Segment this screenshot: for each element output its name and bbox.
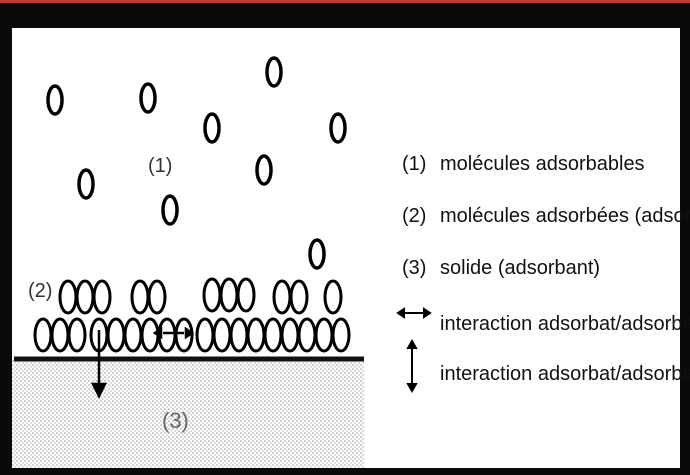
adsorbed-molecule <box>130 279 150 315</box>
gas-molecule <box>329 112 347 144</box>
adsorbed-molecule <box>229 317 249 353</box>
adsorbed-molecule <box>202 277 222 313</box>
adsorbed-molecule <box>289 279 309 315</box>
adsorbate-region-label: (2) <box>28 280 52 302</box>
adsorbed-molecule <box>219 277 239 313</box>
adsorbed-layer-2 <box>58 277 343 315</box>
gas-molecule <box>139 82 157 114</box>
solid-region <box>12 360 364 468</box>
adsorbed-layer-1 <box>33 317 351 353</box>
legend-item3-text: solide (adsorbant) <box>440 257 600 279</box>
adsorbed-molecule <box>314 317 334 353</box>
adsorbed-molecule <box>33 317 53 353</box>
adsorbed-molecule <box>140 317 160 353</box>
legend-item5-text: interaction adsorbat/adsorbant <box>440 363 690 385</box>
adsorbed-molecule <box>331 317 351 353</box>
gas-molecule <box>203 112 221 144</box>
adsorbed-molecule <box>58 279 78 315</box>
gas-molecule <box>255 154 273 186</box>
vertical-arrowhead <box>90 382 108 399</box>
horizontal-arrowhead-left <box>152 326 163 340</box>
legend: (1) molécules adsorbables (2) molécules … <box>396 153 690 394</box>
legend-item2-text: molécules adsorbées (adsorbat) <box>440 205 690 227</box>
legend-item4-text: interaction adsorbat/adsorbat <box>440 313 690 335</box>
gas-molecule <box>46 84 64 116</box>
adsorbed-molecule <box>272 279 292 315</box>
top-red-border <box>0 0 690 3</box>
adsorbed-molecule <box>123 317 143 353</box>
adsorbed-molecule <box>75 279 95 315</box>
adsorbed-molecule <box>280 317 300 353</box>
gas-molecules <box>46 56 347 270</box>
adsorbed-molecule <box>212 317 232 353</box>
adsorbed-molecule <box>50 317 70 353</box>
adsorbed-molecule <box>236 277 256 313</box>
adsorbed-molecule <box>174 317 194 353</box>
adsorbed-molecule <box>92 279 112 315</box>
gas-molecule <box>161 194 179 226</box>
legend-item1-number: (1) <box>402 153 426 175</box>
gas-region-label: (1) <box>148 155 172 177</box>
adsorbed-molecule <box>263 317 283 353</box>
gas-molecule <box>265 56 283 88</box>
adsorbed-molecule <box>195 317 215 353</box>
horizontal-arrowhead-right <box>184 326 195 340</box>
solid-region-label: (3) <box>162 408 189 433</box>
gas-molecule <box>308 238 326 270</box>
adsorbed-molecule <box>246 317 266 353</box>
legend-item1-text: molécules adsorbables <box>440 153 645 175</box>
legend-item3-number: (3) <box>402 257 426 279</box>
adsorbed-molecule <box>106 317 126 353</box>
legend-item2-number: (2) <box>402 205 426 227</box>
adsorbed-molecule <box>67 317 87 353</box>
adsorbed-molecule <box>323 279 343 315</box>
adsorbed-molecule <box>147 279 167 315</box>
legend-vertical-arrow-icon <box>406 338 418 394</box>
interaction-arrows-diagram <box>90 326 195 399</box>
legend-horizontal-arrow-icon <box>396 307 432 319</box>
gas-molecule <box>77 168 95 200</box>
adsorbed-molecule <box>297 317 317 353</box>
